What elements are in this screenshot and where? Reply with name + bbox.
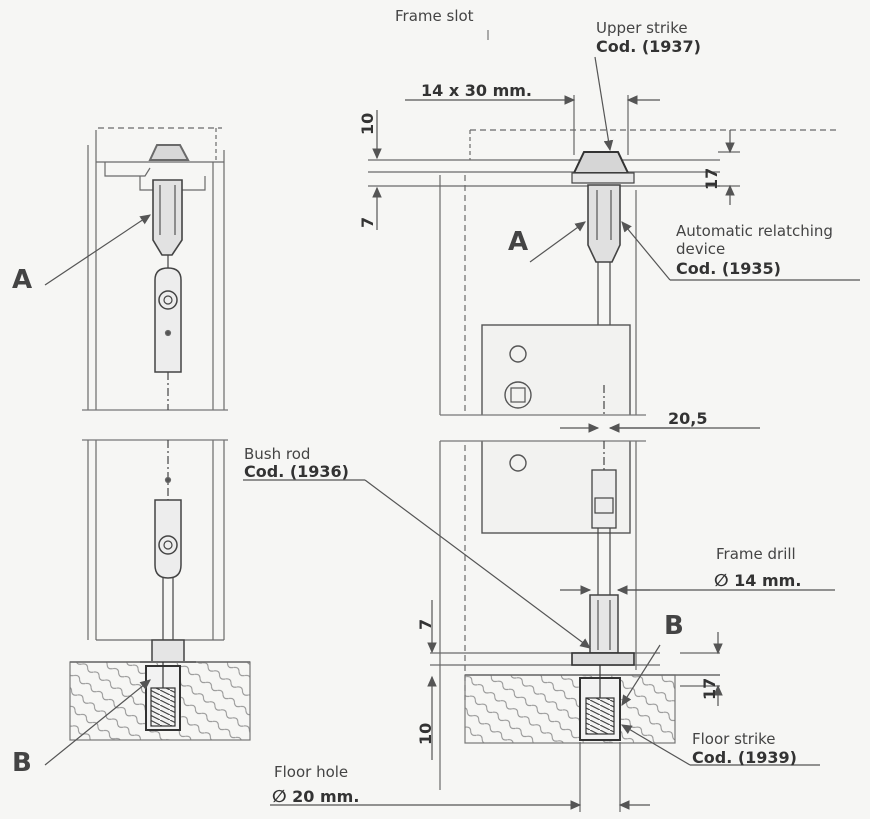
upper-strike-code: Cod. (1937) <box>596 37 701 56</box>
dim-10-top: 10 <box>358 112 377 135</box>
relatch-label-line1: Automatic relatching <box>676 222 833 240</box>
marker-b-right: B <box>664 611 684 641</box>
slot-size-label: 14 x 30 mm. <box>421 81 532 100</box>
dim-17-bottom: 17 <box>700 677 719 700</box>
dim-10-bottom: 10 <box>416 722 435 745</box>
marker-a-left: A <box>12 265 33 295</box>
floor-strike-code: Cod. (1939) <box>692 748 797 767</box>
diameter-symbol: ∅ <box>272 787 287 807</box>
left-view <box>44 127 251 766</box>
dim-7-top: 7 <box>358 216 377 228</box>
upper-strike-label: Upper strike <box>596 19 688 37</box>
bush-rod-label: Bush rod <box>244 445 311 463</box>
right-view <box>243 30 860 812</box>
relatch-label-line2: device <box>676 240 726 258</box>
frame-drill-size: ∅ 14 mm. <box>714 571 802 591</box>
dim-7-bottom: 7 <box>416 618 435 630</box>
marker-a-right: A <box>508 227 529 257</box>
bush-rod-code: Cod. (1936) <box>244 462 349 481</box>
floor-hole-label: Floor hole <box>274 763 349 781</box>
floor-hole-size: ∅ 20 mm. <box>272 787 360 807</box>
marker-b-left: B <box>12 748 32 778</box>
dim-17-top: 17 <box>702 167 721 190</box>
dim-20-5: 20,5 <box>668 409 708 428</box>
relatch-code: Cod. (1935) <box>676 259 781 278</box>
frame-drill-label: Frame drill <box>716 545 796 563</box>
frame-slot-label: Frame slot <box>395 7 474 25</box>
diameter-symbol: ∅ <box>714 571 729 591</box>
floor-strike-label: Floor strike <box>692 730 776 748</box>
